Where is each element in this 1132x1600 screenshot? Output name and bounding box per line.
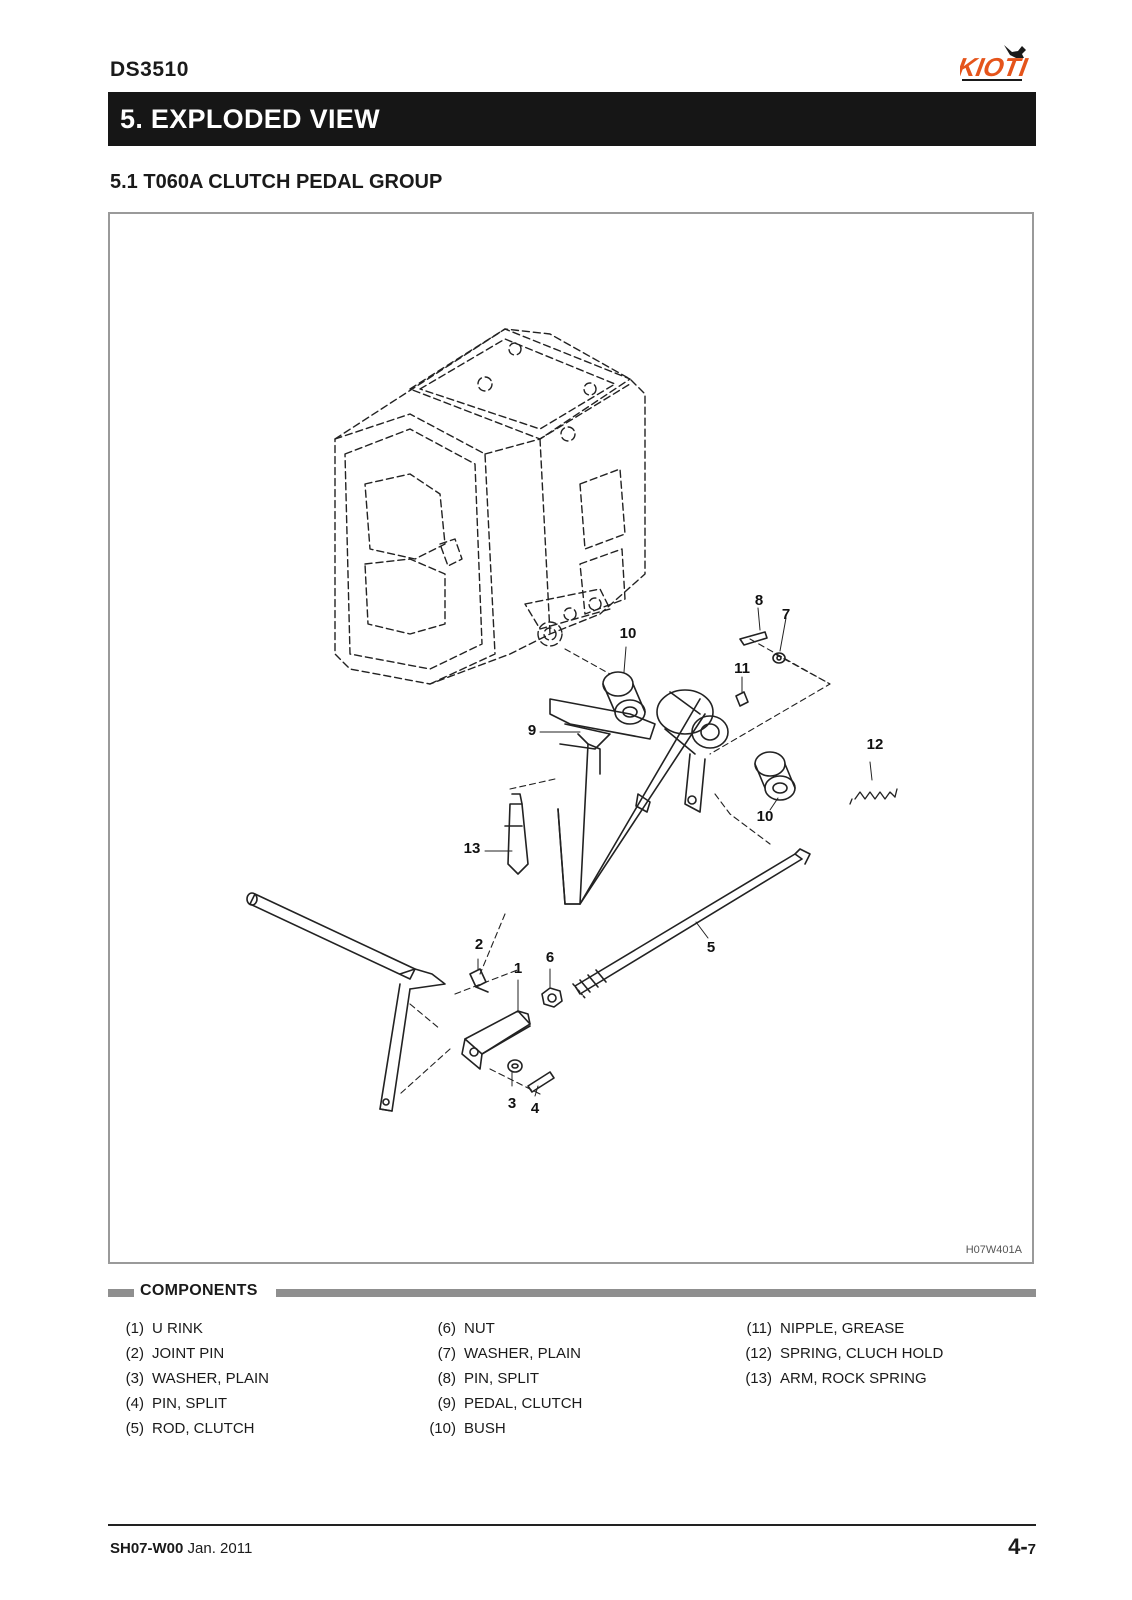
component-item: (4)PIN, SPLIT <box>125 1395 228 1412</box>
callout-5: 5 <box>706 939 716 956</box>
component-item: (13)ARM, ROCK SPRING <box>745 1370 927 1387</box>
component-item: (11)NIPPLE, GREASE <box>746 1320 905 1337</box>
component-item: (1)U RINK <box>125 1320 203 1337</box>
callout-leaders <box>477 607 873 1097</box>
section-subtitle: 5.1 T060A CLUTCH PEDAL GROUP <box>110 171 443 193</box>
small-parts-top <box>735 631 786 707</box>
components-title: COMPONENTS <box>140 1282 258 1299</box>
document-code: SH07-W00 Jan. 2011 <box>110 1540 252 1557</box>
callout-1: 1 <box>513 960 523 977</box>
components-column-3: (11)NIPPLE, GREASE (12)SPRING, CLUCH HOL… <box>740 1320 943 1395</box>
assembly-lines <box>399 638 831 1095</box>
callout-7: 7 <box>781 606 791 623</box>
clutch-pedal <box>549 689 729 905</box>
component-item: (8)PIN, SPLIT <box>437 1370 540 1387</box>
callout-11: 11 <box>734 660 750 677</box>
heading-rule-right <box>276 1289 1036 1297</box>
bush-lower <box>754 751 796 801</box>
svg-text:KIOTI: KIOTI <box>960 52 1030 82</box>
joint-pin <box>469 968 489 993</box>
callout-10-upper: 10 <box>619 625 637 642</box>
callout-2: 2 <box>474 936 484 953</box>
component-item: (7)WASHER, PLAIN <box>437 1345 581 1362</box>
page-number: 4-7 <box>1008 1534 1036 1559</box>
kioti-logo: KIOTI <box>960 45 1030 82</box>
component-item: (3)WASHER, PLAIN <box>125 1370 269 1387</box>
component-item: (5)ROD, CLUTCH <box>125 1420 255 1437</box>
arm-rock-spring <box>504 793 529 875</box>
model-name: DS3510 <box>110 58 189 81</box>
callout-6: 6 <box>545 949 555 966</box>
callout-3: 3 <box>507 1095 517 1112</box>
section-title: 5. EXPLODED VIEW <box>120 104 380 134</box>
bush-upper <box>602 671 646 725</box>
spring-cluch-hold <box>849 788 898 805</box>
callout-4: 4 <box>530 1100 540 1117</box>
component-item: (12)SPRING, CLUCH HOLD <box>745 1345 944 1362</box>
section-header-bar: 5. EXPLODED VIEW <box>108 92 1036 146</box>
exploded-view-drawing <box>246 328 898 1112</box>
cross-shaft-arm <box>246 892 446 1112</box>
components-column-2: (6)NUT (7)WASHER, PLAIN (8)PIN, SPLIT (9… <box>420 1320 582 1445</box>
doc-code: SH07-W00 <box>110 1540 184 1557</box>
rod-clutch <box>572 848 811 999</box>
footer-rule <box>108 1524 1036 1526</box>
doc-date: Jan. 2011 <box>187 1540 253 1557</box>
callout-12: 12 <box>866 736 884 753</box>
components-column-1: (1)U RINK (2)JOINT PIN (3)WASHER, PLAIN … <box>120 1320 269 1445</box>
heading-rule-left <box>108 1289 134 1297</box>
u-link <box>461 1010 531 1070</box>
component-item: (2)JOINT PIN <box>125 1345 225 1362</box>
figure-code: H07W401A <box>965 1244 1022 1256</box>
components-heading: COMPONENTS <box>108 1281 1036 1303</box>
callout-8: 8 <box>754 592 764 609</box>
callout-10-lower: 10 <box>756 808 774 825</box>
small-parts-bottom <box>507 1059 555 1093</box>
exploded-view-diagram: 8 7 10 11 9 12 10 13 2 6 5 1 3 4 H07W401… <box>108 212 1034 1264</box>
nut <box>541 987 563 1008</box>
transmission-housing <box>334 328 646 685</box>
callout-13: 13 <box>463 840 481 857</box>
component-item: (9)PEDAL, CLUTCH <box>437 1395 583 1412</box>
component-item: (6)NUT <box>437 1320 495 1337</box>
callout-9: 9 <box>527 722 537 739</box>
component-item: (10)BUSH <box>429 1420 506 1437</box>
